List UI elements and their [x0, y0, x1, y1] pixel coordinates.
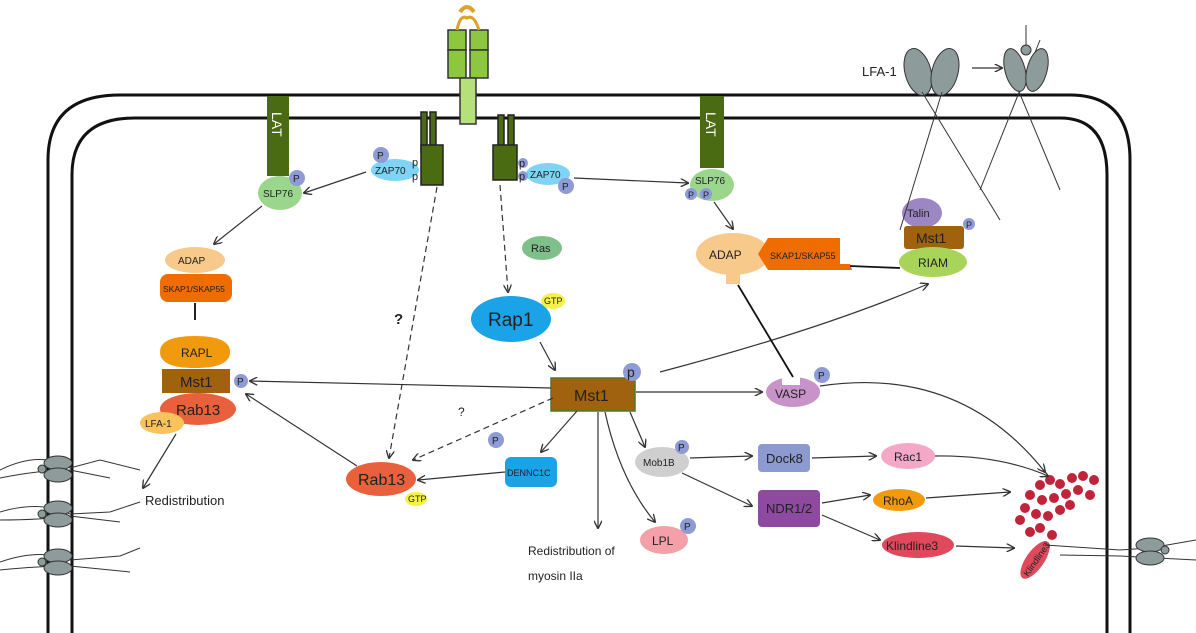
zap70-left: ZAP70 P p p — [371, 147, 419, 183]
myosin-label-line2: myosin IIa — [528, 569, 583, 583]
tcr-receptor — [447, 5, 489, 125]
rapl: RAPL — [160, 331, 230, 368]
svg-text:p: p — [627, 364, 635, 380]
svg-text:SKAP1/SKAP55: SKAP1/SKAP55 — [163, 284, 225, 294]
svg-text:Rac1: Rac1 — [894, 450, 922, 464]
mst1-left: Mst1 P — [162, 369, 248, 393]
lfa1-top-label: LFA-1 — [862, 64, 897, 79]
arrows — [143, 68, 1048, 548]
lfa1-left: LFA-1 — [140, 412, 184, 434]
redistribution-label: Redistribution — [145, 493, 225, 508]
klindline3: Klindline3 — [882, 532, 954, 558]
ras: Ras — [522, 236, 562, 260]
svg-text:SLP76: SLP76 — [695, 176, 725, 187]
svg-text:ADAP: ADAP — [709, 248, 742, 262]
integrins-left — [0, 455, 141, 576]
dennc1c: DENNC1C P — [488, 432, 557, 487]
klindline3-membrane: Klindline3 — [1020, 540, 1052, 579]
svg-text:P: P — [703, 190, 709, 200]
lat-right: LAT — [700, 96, 724, 168]
svg-text:P: P — [293, 174, 300, 185]
svg-text:LPL: LPL — [652, 534, 674, 548]
question-mark-2: ? — [458, 405, 465, 419]
svg-text:GTP: GTP — [544, 296, 563, 306]
ndr12: NDR1/2 — [758, 490, 820, 527]
svg-text:P: P — [818, 371, 825, 382]
svg-text:RhoA: RhoA — [883, 494, 913, 508]
svg-text:p: p — [412, 157, 418, 169]
slp76-right: SLP76 P P — [685, 169, 734, 201]
mst1-center: Mst1 p — [550, 363, 641, 412]
adap-right: ADAP — [696, 233, 770, 284]
cd3-chains-left — [420, 111, 444, 186]
svg-text:Rap1: Rap1 — [488, 310, 533, 331]
svg-text:Mst1: Mst1 — [916, 230, 947, 246]
svg-text:P: P — [377, 151, 384, 162]
svg-text:p: p — [519, 158, 525, 170]
cell-membrane — [46, 93, 1132, 633]
rac1: Rac1 — [881, 443, 935, 469]
svg-text:ZAP70: ZAP70 — [530, 170, 561, 181]
svg-text:p: p — [412, 171, 418, 183]
svg-text:DENNC1C: DENNC1C — [507, 468, 551, 478]
dock8: Dock8 — [758, 444, 810, 472]
lpl: LPL P — [640, 518, 696, 554]
svg-text:LFA-1: LFA-1 — [145, 419, 172, 430]
skap-right: SKAP1/SKAP55 — [758, 238, 852, 270]
integrin-top-right — [899, 25, 1061, 231]
svg-text:Talin: Talin — [907, 208, 930, 220]
svg-text:P: P — [678, 443, 685, 454]
svg-text:Ras: Ras — [531, 243, 551, 255]
svg-text:GTP: GTP — [408, 494, 427, 504]
myosin-label-line1: Redistribution of — [528, 544, 615, 558]
riam: RIAM — [899, 247, 967, 277]
svg-text:ZAP70: ZAP70 — [375, 166, 406, 177]
mob1b: Mob1B P — [635, 440, 689, 477]
zap70-right: ZAP70 P p p — [518, 158, 574, 194]
svg-text:Rab13: Rab13 — [358, 472, 405, 489]
svg-text:VASP: VASP — [775, 387, 806, 401]
svg-text:P: P — [237, 377, 244, 388]
svg-text:Klindline3: Klindline3 — [886, 539, 938, 553]
svg-text:P: P — [688, 190, 694, 200]
svg-text:P: P — [684, 522, 691, 533]
question-mark-1: ? — [394, 311, 403, 328]
svg-text:Dock8: Dock8 — [766, 451, 803, 466]
svg-text:NDR1/2: NDR1/2 — [766, 501, 812, 516]
svg-text:LAT: LAT — [703, 112, 719, 137]
cd3-chains-right — [492, 114, 518, 181]
adap-left: ADAP — [165, 247, 225, 273]
svg-text:P: P — [966, 220, 972, 230]
svg-text:SKAP1/SKAP55: SKAP1/SKAP55 — [770, 251, 836, 261]
rap1: Rap1 GTP — [471, 293, 565, 342]
mst1-right: Mst1 P — [904, 218, 975, 249]
svg-text:LAT: LAT — [269, 112, 285, 137]
lat-left: LAT — [267, 96, 289, 176]
vasp: VASP P — [766, 367, 830, 407]
svg-text:SLP76: SLP76 — [263, 189, 293, 200]
actin-cluster — [1015, 471, 1099, 551]
svg-text:Mob1B: Mob1B — [643, 458, 675, 469]
svg-text:P: P — [562, 182, 569, 193]
svg-text:Rab13: Rab13 — [176, 402, 220, 419]
integrin-right — [1044, 537, 1196, 566]
svg-text:ADAP: ADAP — [178, 256, 206, 267]
svg-text:RAPL: RAPL — [181, 346, 213, 360]
rab13-bottom: Rab13 GTP — [346, 462, 427, 506]
slp76-left: SLP76 P — [258, 170, 305, 210]
connector-lines — [737, 265, 901, 378]
svg-text:p: p — [519, 171, 525, 183]
svg-text:P: P — [492, 436, 499, 447]
rhoa: RhoA — [873, 489, 925, 511]
svg-text:Mst1: Mst1 — [180, 374, 213, 391]
talin: Talin — [902, 198, 942, 228]
dashed-arrows — [389, 184, 554, 460]
svg-text:Mst1: Mst1 — [574, 388, 609, 405]
svg-text:RIAM: RIAM — [918, 256, 948, 270]
skap-left: SKAP1/SKAP55 — [160, 274, 232, 302]
